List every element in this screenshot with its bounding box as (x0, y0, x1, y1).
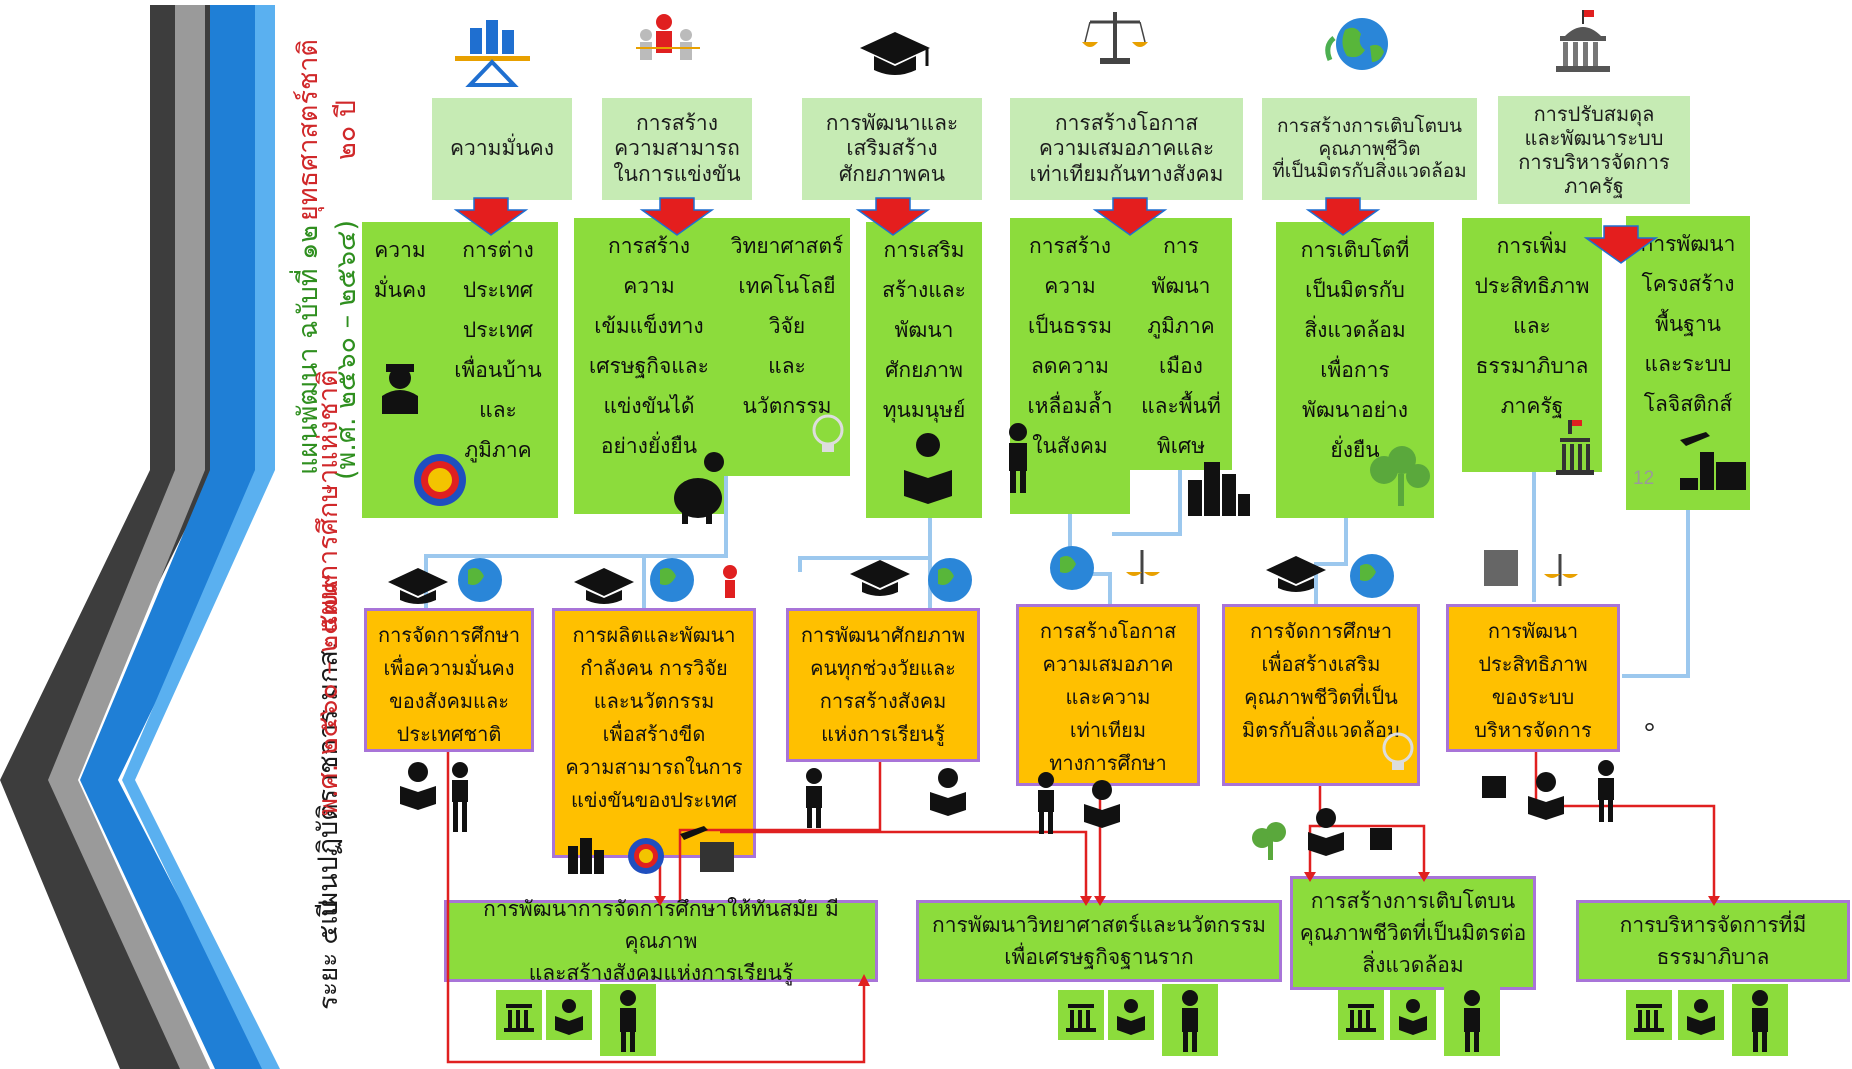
plan-fairness: การสร้าง ความ เป็นธรรม ลดความ เหลื่อมล้ำ… (1010, 218, 1130, 514)
strategy-arrows (453, 197, 1659, 264)
reform-row-icons (504, 990, 1768, 1052)
plan-infrastructure: การพัฒนา โครงสร้าง พื้นฐาน และระบบ โลจิส… (1626, 216, 1750, 510)
lightbulb-small-icon (1382, 732, 1414, 770)
strategy-equality: การสร้างโอกาส ความเสมอภาคและ เท่าเทียมกั… (1010, 98, 1243, 200)
edu-manpower-research: การผลิตและพัฒนา กำลังคน การวิจัย และนวัต… (552, 608, 756, 858)
asean-emblem-icon (414, 454, 466, 506)
reform-education-modernization: การพัฒนาการจัดการศึกษาให้ทันสมัย มีคุณภา… (444, 897, 878, 985)
edu-green-quality: การจัดการศึกษา เพื่อสร้างเสริม คุณภาพชีว… (1222, 604, 1420, 786)
reform-good-governance: การบริหารจัดการที่มี ธรรมาภิบาล (1576, 900, 1850, 982)
red-arrowheads (654, 872, 1720, 986)
strategy-security: ความมั่นคง (432, 98, 572, 200)
edu-people-icons (400, 760, 1614, 874)
businessman-icon (1009, 423, 1027, 493)
edu-lifelong-learning: การพัฒนาศักยภาพ คนทุกช่วงวัยและ การสร้าง… (786, 608, 980, 762)
asean-emblem-small-icon (628, 838, 664, 874)
transport-icon (1680, 432, 1746, 490)
police-officer-icon (382, 364, 418, 414)
forest-small-icon (1252, 822, 1286, 860)
strategy-public-admin: การปรับสมดุล และพัฒนาระบบ การบริหารจัดกา… (1498, 96, 1690, 204)
red-connectors (446, 752, 1716, 1064)
strategy-green-growth: การสร้างการเติบโตบน คุณภาพชีวิต ที่เป็นม… (1262, 98, 1477, 200)
plan-green-growth: การเติบโตที่ เป็นมิตรกับ สิ่งแวดล้อม เพื… (1276, 222, 1434, 518)
strategy-human-potential: การพัฒนาและ เสริมสร้าง ศักยภาพคน (802, 98, 982, 200)
government-building-icon (1556, 10, 1610, 72)
balance-icon (455, 20, 530, 87)
government-building-small-icon (1556, 420, 1594, 475)
plan-science: วิทยาศาสตร์ เทคโนโลยี วิจัย และ นวัตกรรม (724, 218, 850, 476)
plan-regional: การ พัฒนา ภูมิภาค เมือง และพื้นที่ พิเศษ (1130, 218, 1232, 470)
strategy-competitiveness: การสร้าง ความสามารถ ในการแข่งขัน (602, 98, 752, 200)
plan-economy: การสร้าง ความ เข้มแข็งทาง เศรษฐกิจและ แข… (574, 218, 724, 514)
forest-icon (1370, 446, 1430, 506)
city-buildings-icon (1188, 462, 1250, 516)
page-number: 12 (1633, 468, 1655, 489)
plan-human-capital: การเสริม สร้างและ พัฒนา ศักยภาพ ทุนมนุษย… (866, 222, 982, 518)
edu-security: การจัดการศึกษา เพื่อความมั่นคง ของสังคมแ… (364, 608, 534, 752)
scales-icon (1082, 12, 1148, 64)
edu-equality: การสร้างโอกาส ความเสมอภาค และความ เท่าเท… (1016, 604, 1200, 786)
reading-person-icon (904, 433, 952, 504)
stray-mark: ๐ (1644, 715, 1655, 736)
competition-icon (636, 14, 700, 60)
plan-public-efficiency: การเพิ่ม ประสิทธิภาพ และ ธรรมาภิบาล ภาคร… (1462, 218, 1602, 472)
edu-management: การพัฒนา ประสิทธิภาพ ของระบบ บริหารจัดกา… (1446, 604, 1620, 752)
edu-row-icons (388, 546, 1578, 604)
blue-connectors (424, 470, 1690, 678)
graduation-cap-icon (860, 32, 930, 75)
globe-icon (1325, 18, 1388, 70)
reform-green-growth: การสร้างการเติบโตบน คุณภาพชีวิตที่เป็นมิ… (1290, 876, 1536, 990)
lightbulb-icon (812, 414, 844, 452)
piggy-bank-icon (674, 452, 724, 524)
